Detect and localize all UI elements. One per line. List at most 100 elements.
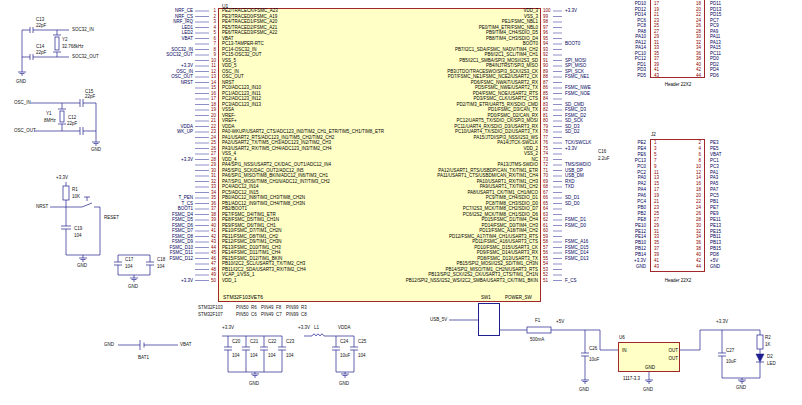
net-label: PD8	[710, 253, 719, 258]
pin-name: NC	[532, 157, 539, 162]
net-label: PD6	[710, 73, 719, 78]
pin-number: 24	[211, 135, 216, 140]
part-label: 1K	[765, 343, 771, 348]
net-label: BOOT0	[565, 42, 580, 47]
pin-name: PE13/FSMC_D10/TIM1_CH3	[222, 245, 281, 250]
pin-number: 64	[543, 207, 548, 212]
pin-number: 93	[543, 47, 548, 52]
pin-number: 62	[543, 218, 548, 223]
net-label: PE9	[710, 212, 719, 217]
pin-name: PE9/FSMC_D6/TIM1_CH1	[222, 223, 276, 228]
pin-number: 91	[543, 58, 548, 63]
ground-symbol	[79, 258, 87, 261]
part-text: J2	[651, 133, 656, 138]
net-label: PC7	[710, 18, 719, 23]
net-label: TCK/SWCLK	[565, 141, 591, 146]
pin-name: PC8/TIM8_CH3/SDIO_D0	[486, 201, 538, 206]
net-label: FSMC_NE1	[565, 75, 589, 80]
net-label: PA12	[635, 40, 646, 45]
pin-number: 32	[211, 179, 216, 184]
pin-name: VSS_5	[222, 58, 236, 63]
part-label: C22	[268, 340, 276, 345]
part-label: C13	[36, 18, 44, 23]
pin-number: 23	[654, 206, 659, 211]
net-label: LED1	[182, 25, 193, 30]
pin-number: 96	[543, 31, 548, 36]
net-label: PB15	[710, 247, 721, 252]
part-label: 104	[286, 354, 294, 359]
pin-number: 5	[654, 153, 657, 158]
part-label: VDDA	[338, 326, 351, 331]
net-label: FSMC_D3	[565, 108, 586, 113]
pin-number: 50	[211, 278, 216, 283]
pin-number: 41	[654, 259, 659, 264]
pin-number: 19	[654, 7, 659, 12]
pin-number: 88	[543, 75, 548, 80]
net-label: PA2	[638, 182, 646, 187]
pin-name: PD3/FSMC_CLK/USART2_CTS	[474, 97, 538, 102]
pin-number: 2	[698, 141, 701, 146]
pin-number: 47	[211, 262, 216, 267]
pin-number: 75	[543, 146, 548, 151]
net-label: PE8	[637, 217, 646, 222]
part-label: 500mA	[530, 338, 544, 343]
net-label: FSMC_D15	[565, 245, 589, 250]
net-label: PD5	[637, 73, 646, 78]
pin-number: 40	[211, 223, 216, 228]
pin-number: 8	[213, 47, 216, 52]
pin-name: PC10/UART4_TX/SDIO_D2/USART3_TX	[455, 130, 538, 135]
pin-number: 8	[698, 158, 701, 163]
part-label: 22pF	[67, 122, 77, 127]
net-label: PD0	[710, 57, 719, 62]
pin-number: 83	[543, 102, 548, 107]
net-label: PB13	[710, 241, 721, 246]
pin-number: 98	[543, 20, 548, 25]
pin-number: 15	[211, 86, 216, 91]
pin-name: PD9/FSMC_D14/USART3_RX	[477, 251, 538, 256]
pin-name: PC5/ADC12_IN15	[222, 190, 259, 195]
pin-name: PC2/ADC123_IN12	[222, 97, 261, 102]
part-label: PIN50	[236, 313, 249, 318]
part-label: C27	[726, 349, 734, 354]
pin-name: VSS_4	[222, 152, 236, 157]
pin-number: 6	[213, 36, 216, 41]
pin-number: 43	[211, 240, 216, 245]
pin-name: PA0-WKUP/USART2_CTS/ADC123_IN0/TIM2_CH1_…	[222, 130, 384, 135]
pin-number: 32	[696, 40, 701, 45]
pin-number: 94	[543, 42, 548, 47]
part-label: 104	[125, 265, 133, 270]
pin-name: PD7/FSMC_NE1/FSMC_NCE2/USART2_CK	[448, 75, 538, 80]
part-text: U1	[222, 4, 228, 9]
pin-name: VBAT	[222, 36, 233, 41]
net-label: LED2	[182, 31, 193, 36]
net-label: PB10	[635, 241, 646, 246]
power-switch: SW1POWER_SW	[478, 303, 500, 336]
pin-name: PC9/TIM8_CH4/SDIO_D1	[486, 196, 538, 201]
net-label: PC2	[637, 170, 646, 175]
net-label: PB2	[637, 212, 646, 217]
net-label: PC6	[637, 18, 646, 23]
pin-number: 32	[696, 229, 701, 234]
pin-number: 58	[543, 240, 548, 245]
pin-number: 36	[696, 241, 701, 246]
part-label: D2	[767, 355, 773, 360]
net-label: PD12	[635, 7, 646, 12]
net-label: PE15	[710, 229, 721, 234]
pin-number: 95	[543, 36, 548, 41]
pin-number: 39	[654, 253, 659, 258]
part-label: GND	[249, 382, 259, 387]
pin-name: PB13/SPI2_SCK/I2S2_CK/USART3_CTS/TIM1_CH…	[428, 273, 538, 278]
crystal-symbol	[60, 111, 64, 122]
net-label: BOOT1	[178, 207, 193, 212]
pin-number: 97	[543, 25, 548, 30]
pin-number: 16	[211, 91, 216, 96]
net-label: PE7	[710, 206, 719, 211]
pin-number: 77	[543, 135, 548, 140]
pin-name: VDD_5	[222, 64, 237, 69]
pin-number: 28	[696, 29, 701, 34]
led-symbol	[756, 354, 764, 362]
pin-number: 20	[211, 113, 216, 118]
pin-number: 33	[211, 185, 216, 190]
pin-name: PD10/FSMC_D15/USART3_CK	[474, 245, 538, 250]
part-label: 104	[157, 265, 165, 270]
